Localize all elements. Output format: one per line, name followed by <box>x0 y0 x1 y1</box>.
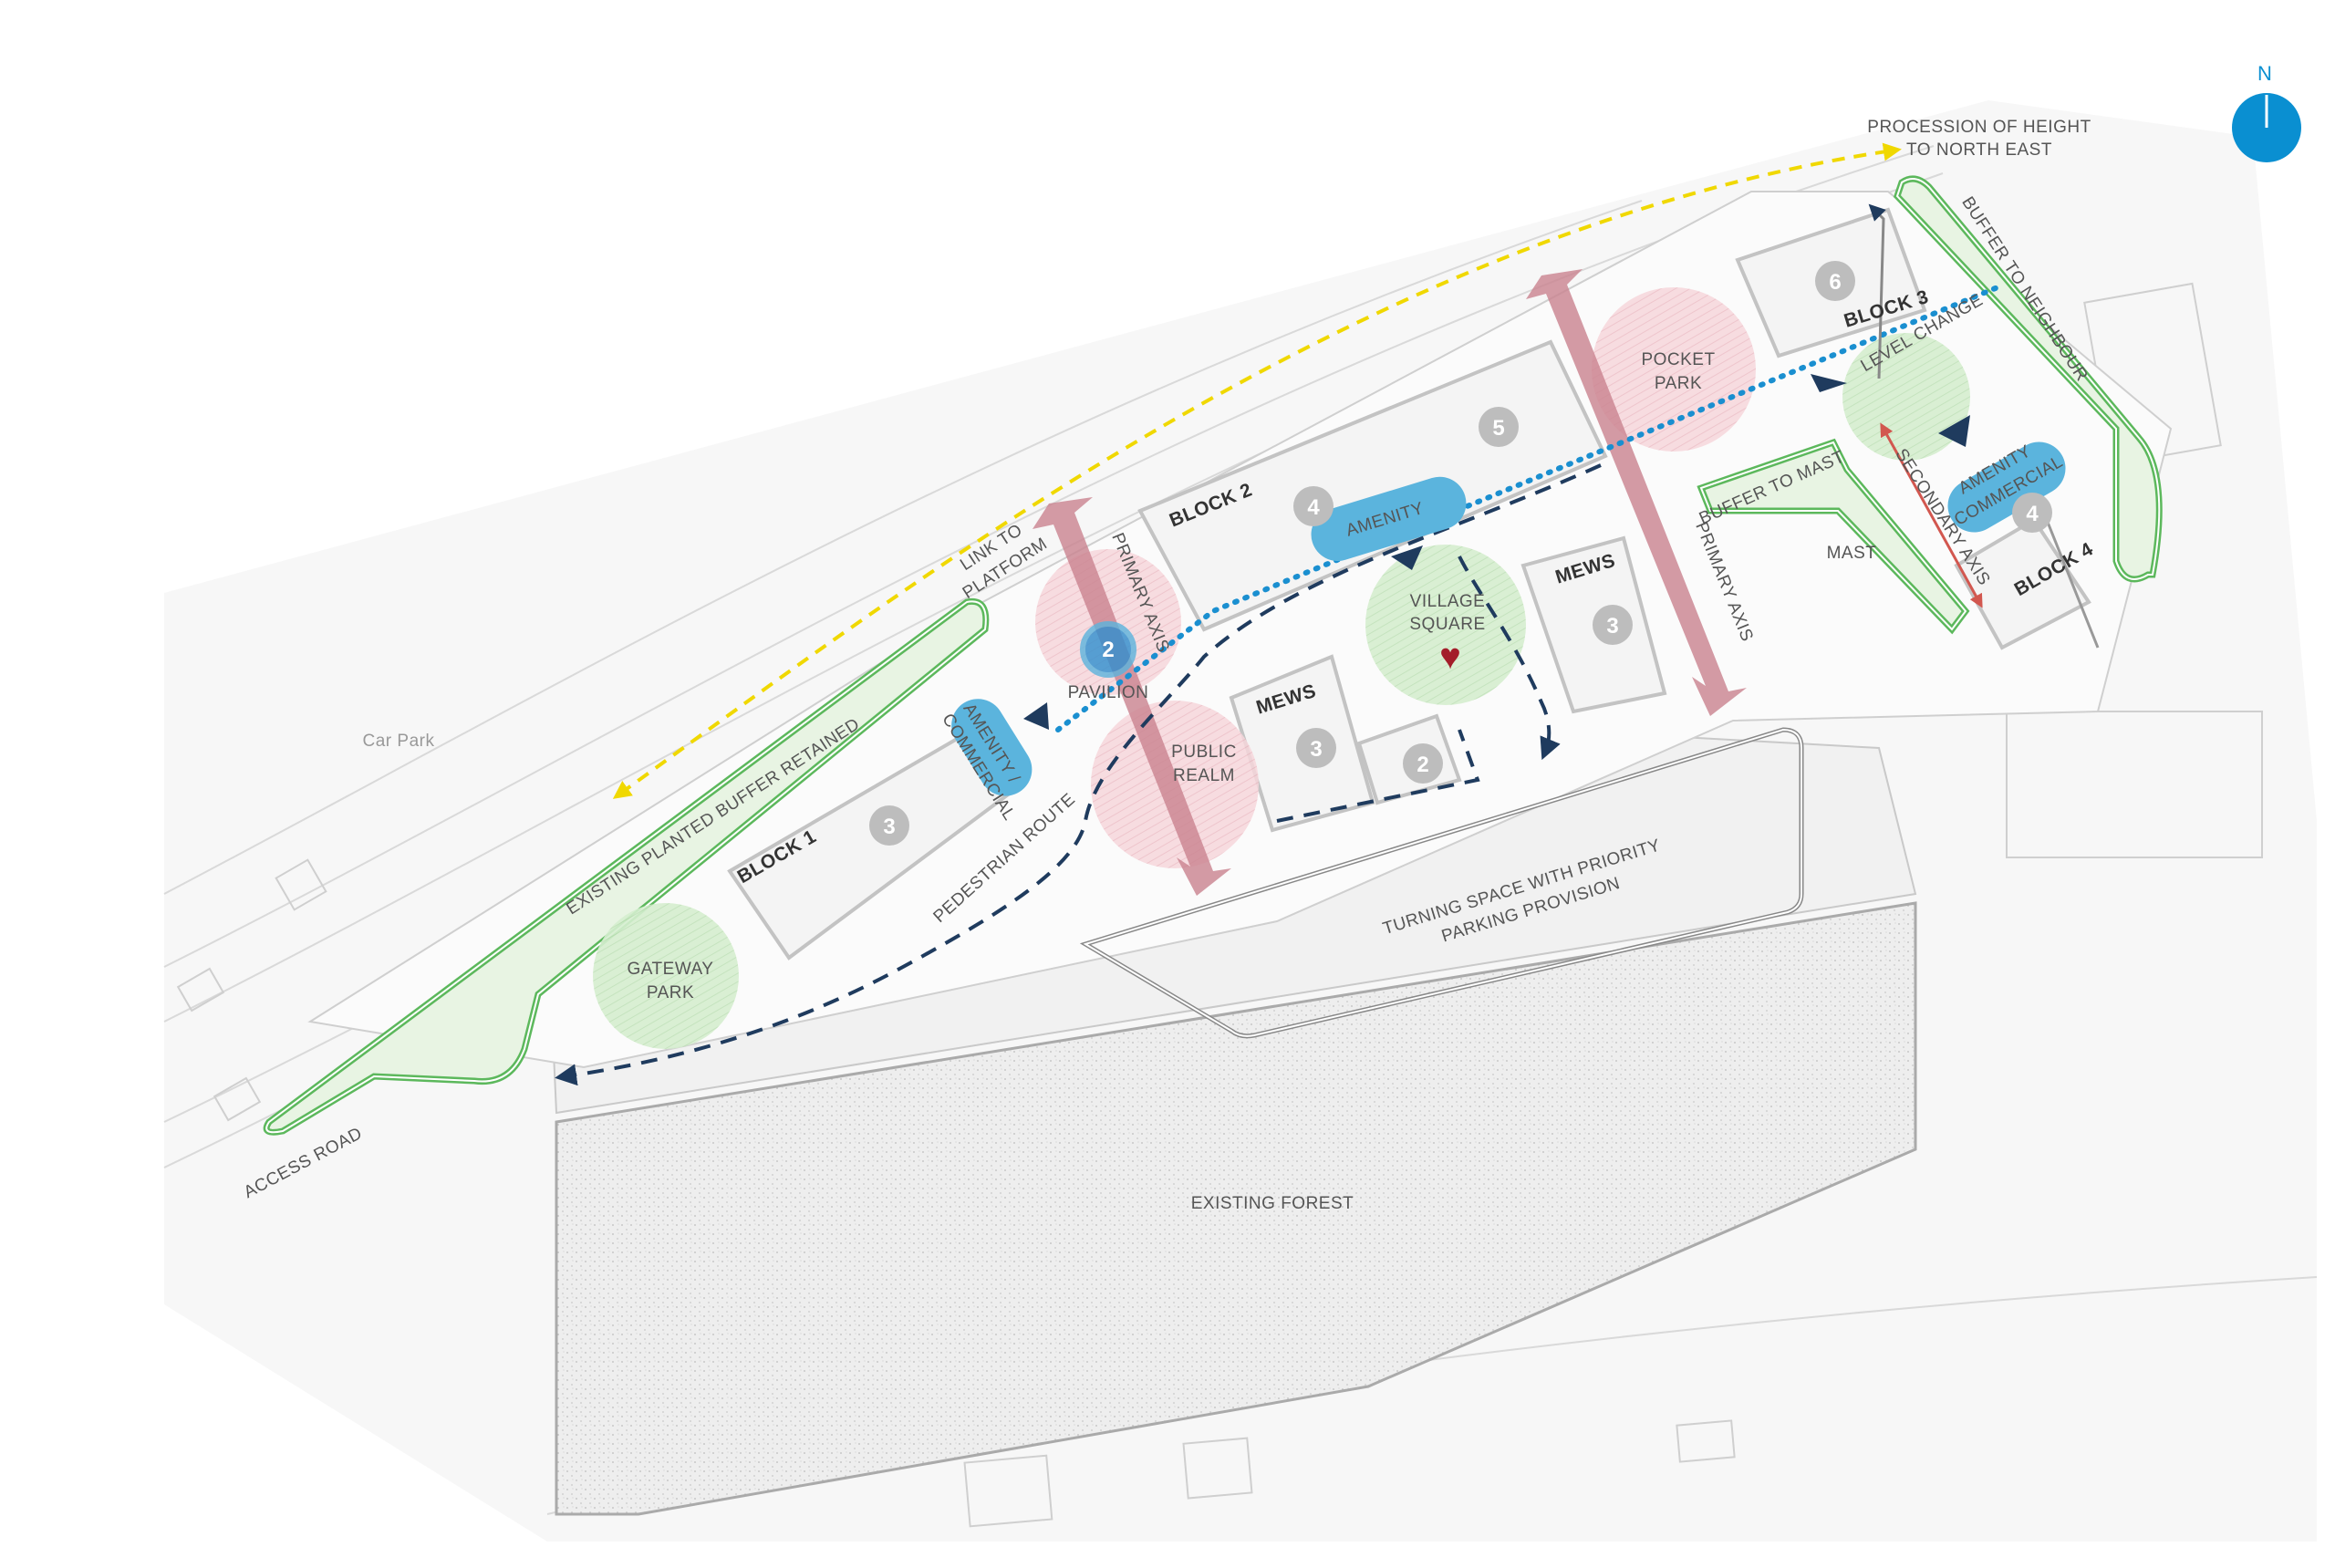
procession-label-2: TO NORTH EAST <box>1906 140 2052 160</box>
existing-forest-label: EXISTING FOREST <box>1191 1194 1354 1213</box>
storeys-mews-east: 3 <box>1606 614 1618 639</box>
link-to-platform-route <box>612 142 1902 799</box>
storeys-block2-east: 5 <box>1492 416 1504 441</box>
car-park-label: Car Park <box>363 732 435 751</box>
public-realm-label-1: PUBLIC <box>1171 742 1237 762</box>
pocket-park-label-2: PARK <box>1655 374 1702 393</box>
route-arrowhead-village <box>1391 545 1423 570</box>
procession-label-1: PROCESSION OF HEIGHT <box>1867 118 2091 137</box>
block-4 <box>1954 517 2091 650</box>
heart-icon: ♥ <box>1439 637 1461 677</box>
storeys-block3: 6 <box>1829 270 1841 295</box>
route-arrowhead-pavilion <box>1023 702 1049 730</box>
amenity-pills: AMENITY AMENITY / COMMERCIAL AMENITY COM… <box>938 441 2066 824</box>
secondary-axis-arrow <box>1880 422 1983 608</box>
amenity-commercial-left-pill <box>951 699 1033 796</box>
dotted-link-route <box>1055 285 2000 732</box>
pocket-park-label-1: POCKET <box>1641 350 1715 369</box>
gateway-park-area <box>593 903 739 1049</box>
north-label: N <box>2257 62 2272 85</box>
amenity-pill <box>1311 476 1467 561</box>
public-realm-label-2: REALM <box>1173 766 1235 785</box>
route-arrowhead-level-a <box>1811 374 1847 392</box>
pedestrian-routes <box>555 463 1602 1086</box>
storeys-block2-west: 4 <box>1307 495 1320 520</box>
storey-badges: 6 5 4 3 3 2 3 4 <box>869 261 2052 846</box>
mast-label: MAST <box>1827 544 1877 563</box>
pavilion-label: PAVILION <box>1068 683 1149 702</box>
mast-line <box>2041 510 2100 649</box>
storeys-mews-small: 2 <box>1417 753 1428 777</box>
storeys-mews-west: 3 <box>1310 737 1322 762</box>
gateway-park-label-1: GATEWAY <box>628 960 714 979</box>
amenity-commercial-right-pill <box>1947 441 2066 533</box>
north-arrow-route <box>1868 203 1886 379</box>
pavilion-marker <box>1080 621 1136 678</box>
village-square-label-1: VILLAGE <box>1410 592 1486 611</box>
north-compass: N <box>2232 62 2301 162</box>
gateway-park-label-2: PARK <box>647 983 694 1002</box>
storeys-block1: 3 <box>883 815 895 839</box>
storeys-block4: 4 <box>2026 502 2039 526</box>
village-square-label-2: SQUARE <box>1409 615 1485 634</box>
storeys-pavilion: 2 <box>1102 638 1114 662</box>
